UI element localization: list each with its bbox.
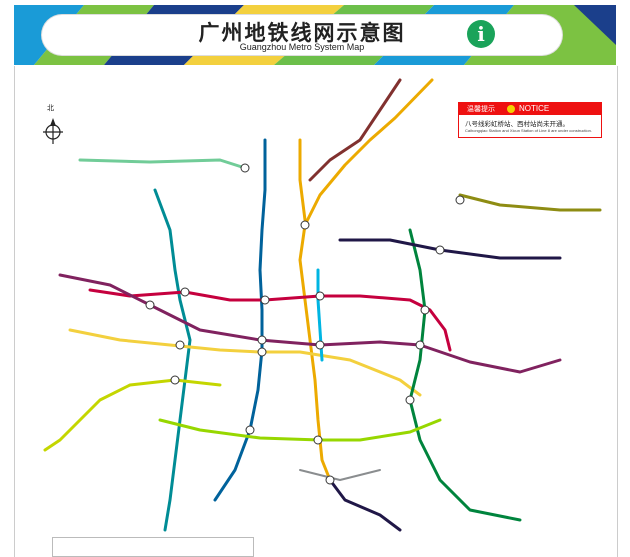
line-9-route (78, 158, 247, 170)
interchange-station (245, 425, 255, 435)
notice-dot-icon (507, 105, 515, 113)
interchange-station (240, 163, 250, 173)
map-subtitle: Guangzhou Metro System Map (239, 42, 365, 52)
map-title: 广州地铁线网示意图 (198, 21, 406, 45)
compass-north-label: 北 (47, 104, 54, 112)
interchange-station (415, 340, 425, 350)
line-14-route (308, 78, 402, 182)
interchange-station (260, 295, 270, 305)
header-banner: 广州地铁线网示意图 Guangzhou Metro System Map i (14, 5, 616, 65)
interchange-station (257, 335, 267, 345)
line-thz-route (299, 469, 381, 481)
notice-box: 温馨提示 NOTICE 八号线彩虹桥站、西村站尚未开通。 Caihongqiao… (458, 102, 602, 138)
interchange-station (405, 395, 415, 405)
interchange-station (455, 195, 465, 205)
line-2-route (213, 138, 267, 502)
interchange-station (325, 475, 335, 485)
interchange-station (435, 245, 445, 255)
interchange-station (313, 435, 323, 445)
interchange-station (257, 347, 267, 357)
line-21-route (338, 238, 562, 260)
line-3-route (298, 78, 434, 482)
line-8-route (153, 188, 192, 532)
interchange-station (300, 220, 310, 230)
notice-word: NOTICE (519, 104, 550, 113)
notice-header-bar (459, 103, 601, 115)
interchange-station (315, 340, 325, 350)
line-7-route (158, 418, 442, 442)
interchange-station (180, 287, 190, 297)
line-6-route (58, 273, 562, 374)
line-1-route (68, 328, 422, 397)
interchange-station (175, 340, 185, 350)
line-3-airport-branch (298, 138, 307, 222)
legend-box (52, 537, 254, 557)
line-13-route (458, 193, 602, 212)
interchange-station (315, 291, 325, 301)
notice-text-en: Caihongqiao Station and Xicun Station of… (465, 128, 592, 133)
compass-icon (43, 118, 63, 144)
notice-head: 温馨提示 (467, 105, 495, 113)
interchange-station (170, 375, 180, 385)
line-gf-route (43, 378, 222, 452)
interchange-station (145, 300, 155, 310)
notice-text-cn: 八号线彩虹桥站、西村站尚未开通。 (465, 120, 569, 128)
info-icon[interactable]: i (467, 20, 495, 48)
map-frame (14, 66, 618, 557)
line-4-south (328, 478, 402, 532)
interchange-station (420, 305, 430, 315)
line-4-route (408, 228, 522, 522)
